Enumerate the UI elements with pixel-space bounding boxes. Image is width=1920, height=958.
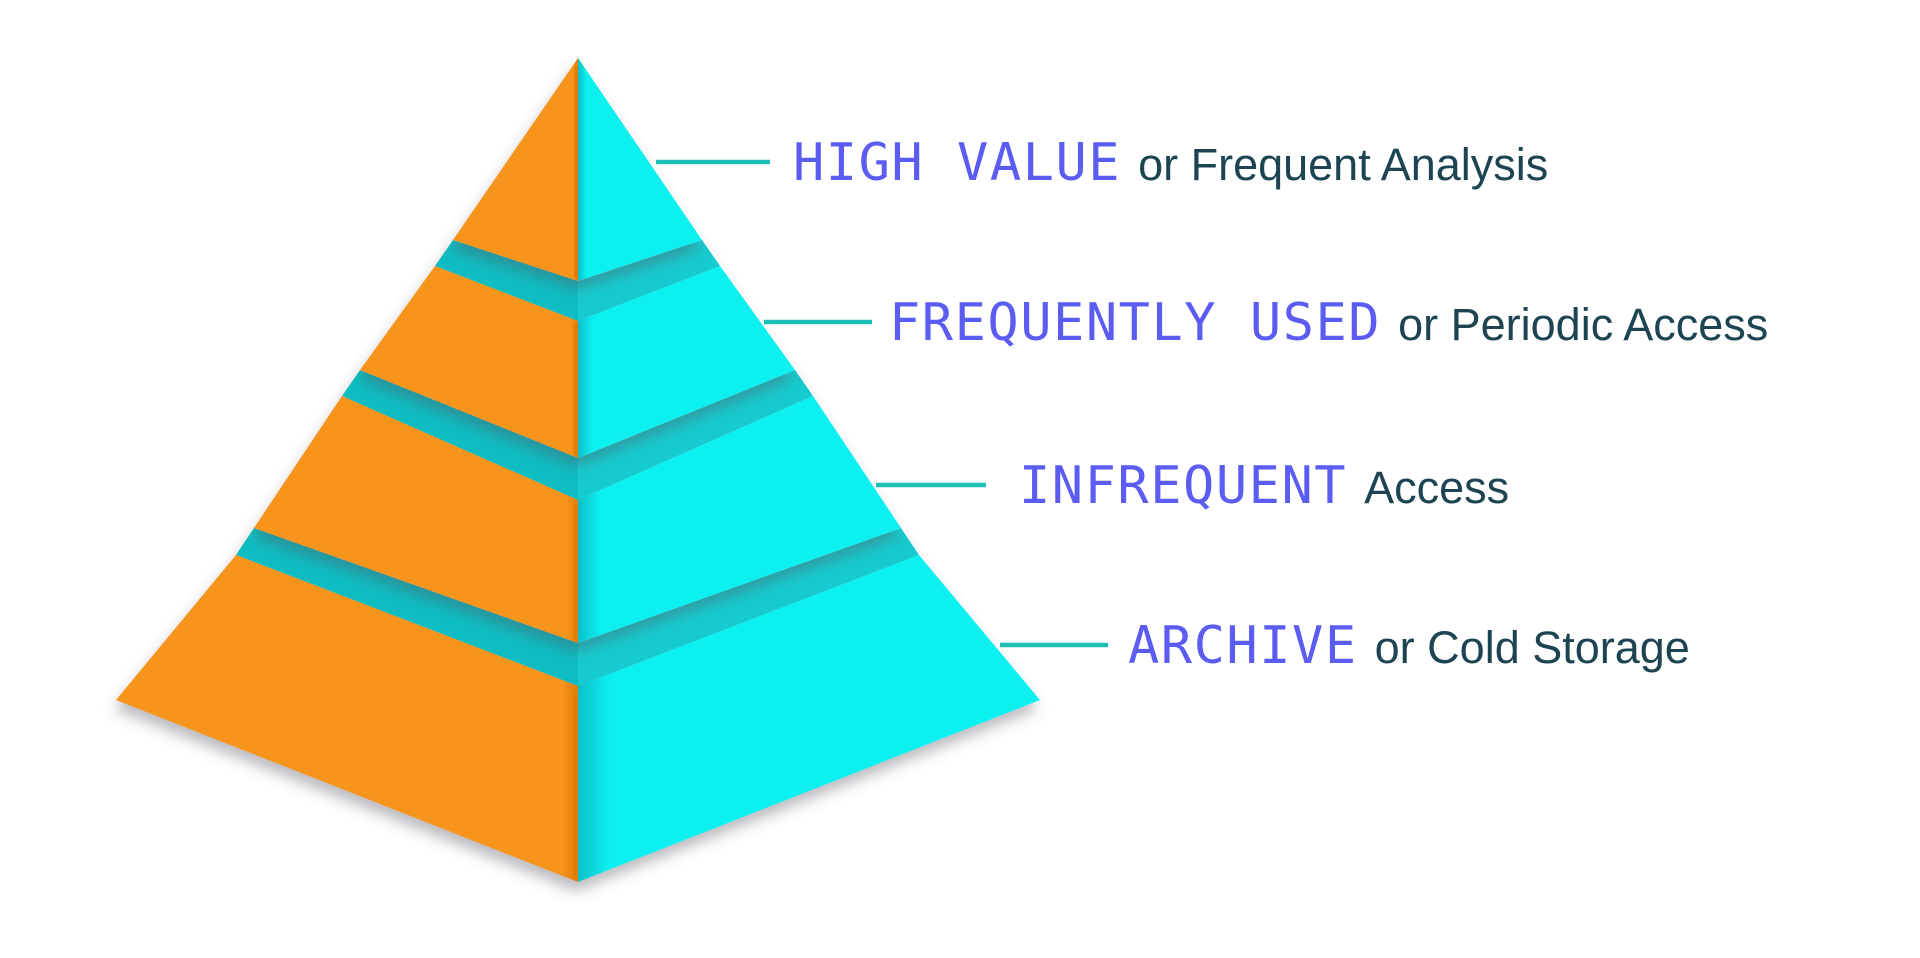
pyramid-tier-2 [360, 240, 795, 458]
tier4-label-description: or Cold Storage [1374, 621, 1690, 673]
tier1-label-description: or Frequent Analysis [1138, 138, 1549, 190]
tier4-right-face [578, 555, 1040, 882]
tier4-label-keyword: ARCHIVE [1128, 615, 1358, 676]
tier2-label-keyword: FREQUENTLY USED [889, 292, 1382, 353]
tier2-top-band-right [578, 240, 720, 321]
tier3-label-keyword: INFREQUENT [1019, 455, 1348, 516]
tier3-label: INFREQUENT Access [1019, 456, 1509, 516]
tier1-label-keyword: HIGH VALUE [793, 132, 1122, 193]
tier3-top-band-right [578, 370, 813, 500]
tier2-left-face [360, 266, 578, 458]
tier1-right-face [578, 58, 702, 281]
tier3-right-face [578, 396, 901, 643]
tier1-left-face [453, 58, 578, 281]
tier3-left-face [254, 396, 578, 643]
tier4-top-band-right [578, 528, 919, 686]
tier2-right-face [578, 266, 795, 458]
tier2-label: FREQUENTLY USED or Periodic Access [889, 293, 1768, 353]
pyramid-tier-3 [254, 370, 901, 643]
tier4-left-face [116, 555, 578, 882]
tier4-top-band-left [236, 528, 578, 686]
pyramid-tier-1 [453, 58, 702, 281]
tier3-label-description: Access [1364, 461, 1510, 513]
pyramid-tier-4 [116, 528, 1040, 882]
tier2-top-band-left [435, 240, 578, 321]
tier3-top-band-left [342, 370, 578, 500]
tier1-label: HIGH VALUE or Frequent Analysis [793, 133, 1548, 193]
tier2-label-description: or Periodic Access [1398, 298, 1769, 350]
tier4-label: ARCHIVE or Cold Storage [1128, 616, 1690, 676]
